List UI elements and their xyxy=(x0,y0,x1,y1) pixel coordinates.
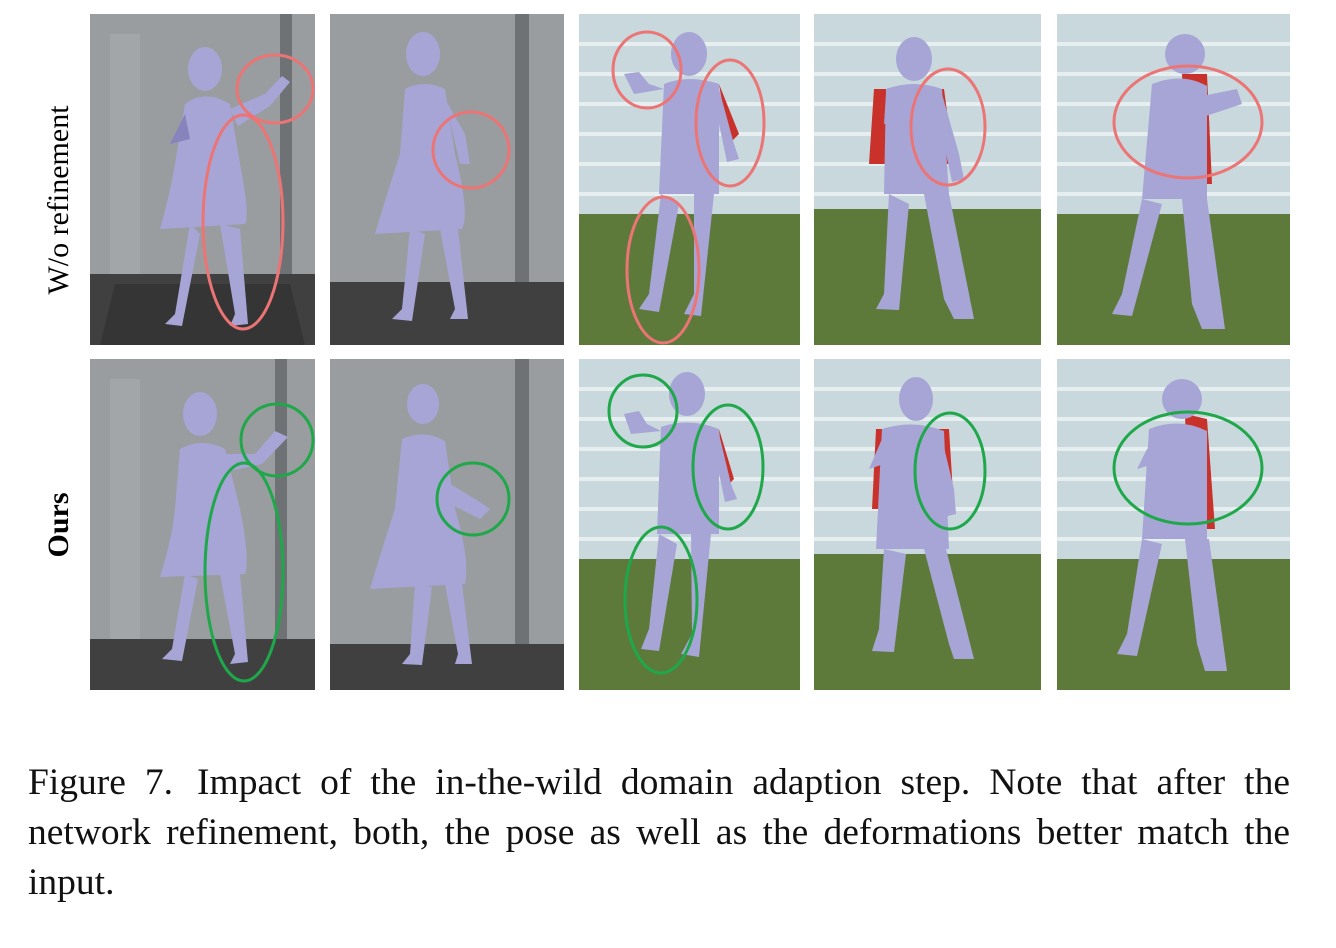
panel-top-4-outdoor xyxy=(814,14,1041,345)
panel-top-2-studio xyxy=(330,14,564,345)
panel-top-5-outdoor xyxy=(1057,14,1290,345)
caption-text: Impact of the in-the-wild domain adaptio… xyxy=(28,762,1290,903)
panel-bottom-1-studio xyxy=(90,359,315,690)
caption-label: Figure 7. xyxy=(28,762,174,803)
row-label-without-refinement: W/o refinement xyxy=(42,105,75,295)
panel-top-1-studio xyxy=(90,14,315,345)
panel-bottom-5-outdoor xyxy=(1057,359,1290,690)
figure-caption: Figure 7.Impact of the in-the-wild domai… xyxy=(28,758,1290,908)
panel-bottom-3-outdoor xyxy=(579,359,800,690)
row-label-ours: Ours xyxy=(42,492,75,558)
panel-bottom-2-studio xyxy=(330,359,564,690)
panel-top-3-outdoor xyxy=(579,14,800,345)
panel-bottom-4-outdoor xyxy=(814,359,1041,690)
